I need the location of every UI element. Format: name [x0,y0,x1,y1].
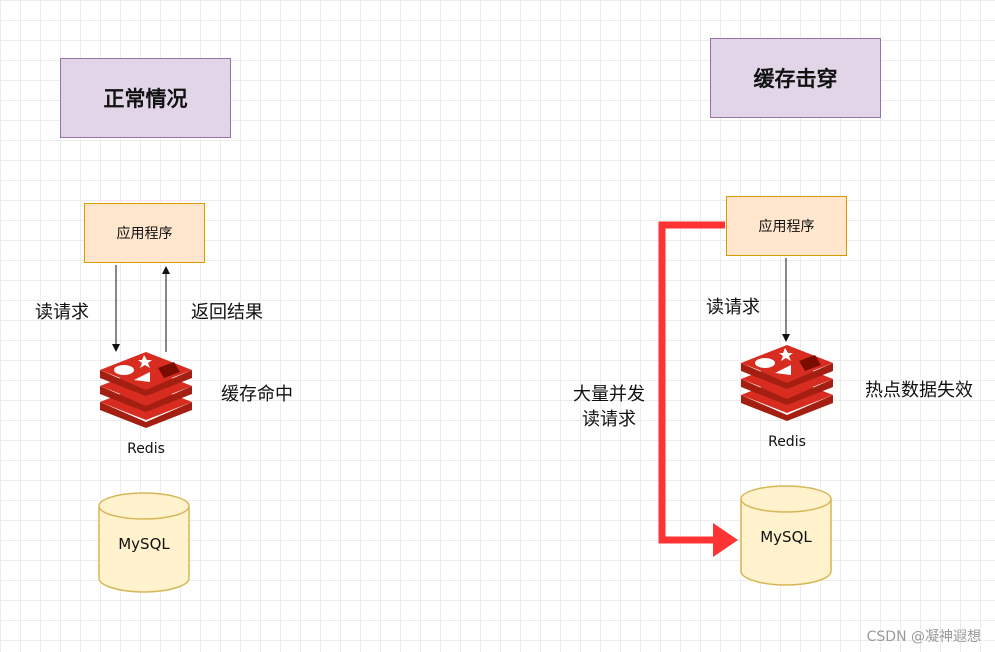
right-mysql-label: MySQL [760,528,812,546]
right-application-box: 应用程序 [726,196,847,256]
concurrent-arrow-head [713,523,738,557]
hotspot-data-expired-label: 热点数据失效 [865,380,973,401]
concurrent-label-line-2: 读请求 [582,409,636,430]
normal-case-title: 正常情况 [60,58,231,138]
right-redis-icon [741,345,833,421]
concurrent-read-request-arrow [658,221,725,544]
right-application-label: 应用程序 [758,219,815,235]
left-return-result-label: 返回结果 [191,302,263,323]
cache-breakdown-title-text: 缓存击穿 [753,67,838,91]
csdn-watermark: CSDN @凝神遐想 [866,629,981,645]
concurrent-read-request-label: 大量并发 读请求 [563,382,655,432]
left-application-label: 应用程序 [116,226,173,242]
right-mysql-database-icon [740,485,832,586]
left-application-box: 应用程序 [84,203,205,263]
right-read-request-label: 读请求 [706,297,760,318]
cache-hit-label: 缓存命中 [221,384,293,405]
cache-breakdown-title: 缓存击穿 [710,38,881,118]
left-redis-label: Redis [127,441,165,457]
normal-case-title-text: 正常情况 [103,87,188,111]
left-mysql-database-icon [98,492,190,593]
right-redis-label: Redis [768,434,806,450]
concurrent-label-line-1: 大量并发 [573,384,645,405]
left-redis-icon [100,352,192,428]
left-read-request-label: 读请求 [35,302,89,323]
left-mysql-label: MySQL [118,535,170,553]
